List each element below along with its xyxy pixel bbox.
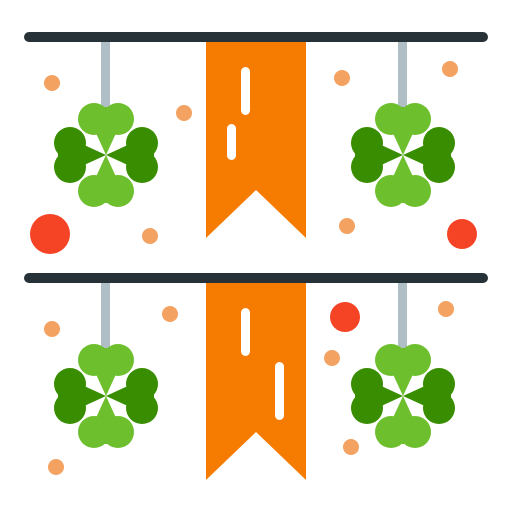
hanging-string: [101, 38, 110, 116]
confetti-dot-large: [330, 302, 360, 332]
hanging-string: [398, 38, 407, 116]
shamrock-icon: [351, 103, 455, 207]
confetti-dot: [442, 61, 458, 77]
confetti-dot: [334, 70, 350, 86]
pennant-banner: [206, 38, 306, 238]
confetti-dot: [339, 218, 355, 234]
garland-rope: [24, 32, 488, 42]
pennant-banner: [206, 280, 306, 480]
hanging-string: [101, 280, 110, 358]
confetti-dot: [44, 75, 60, 91]
hanging-string: [398, 280, 407, 358]
garland-rope: [24, 273, 488, 283]
confetti-dot: [48, 459, 64, 475]
confetti-dot: [176, 105, 192, 121]
confetti-dot: [162, 306, 178, 322]
shamrock-icon: [54, 103, 158, 207]
banner-highlight: [241, 308, 250, 356]
confetti-dot-large: [447, 219, 477, 249]
garland-row-bottom: [24, 273, 488, 480]
shamrock-icon: [54, 344, 158, 448]
banner-highlight: [275, 362, 284, 420]
confetti-dot: [324, 350, 340, 366]
banner-highlight: [241, 67, 250, 115]
confetti-dot-large: [30, 214, 70, 254]
confetti-dot: [438, 301, 454, 317]
confetti-dot: [343, 439, 359, 455]
confetti-dot: [142, 228, 158, 244]
garland-row-top: [24, 32, 488, 254]
confetti-dot: [44, 321, 60, 337]
banner-highlight: [227, 124, 236, 160]
shamrock-icon: [351, 344, 455, 448]
